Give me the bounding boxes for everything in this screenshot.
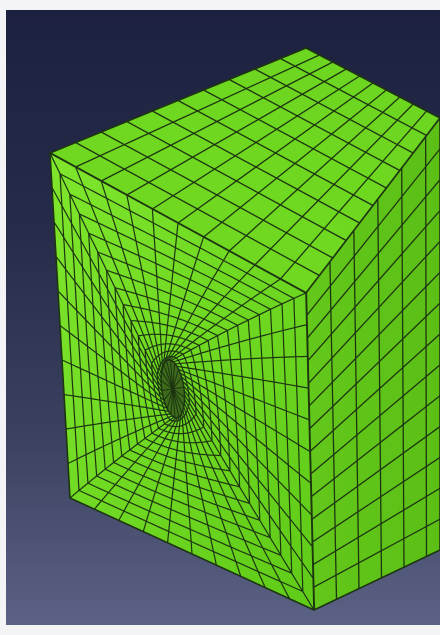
front-mesh-spoke (142, 416, 180, 532)
front-mesh-spoke (165, 250, 230, 362)
front-mesh-spoke (67, 415, 173, 465)
front-mesh-spoke (182, 380, 313, 516)
front-mesh-spoke (181, 376, 312, 484)
top-mesh-line-u (203, 89, 387, 189)
top-mesh-line-v (177, 82, 374, 224)
front-mesh-spoke (183, 402, 266, 588)
hole-inner-line (161, 371, 176, 394)
front-mesh-spoke (178, 368, 310, 421)
front-mesh-spoke (181, 412, 193, 555)
front-mesh-spoke (75, 166, 162, 379)
front-mesh-spoke (183, 406, 242, 577)
side-mesh-row (312, 487, 440, 566)
front-mesh-spoke (65, 413, 171, 430)
front-mesh-spoke (173, 324, 307, 363)
side-mesh-row (311, 426, 440, 520)
front-mesh-spoke (175, 355, 308, 365)
side-mesh-row (306, 179, 440, 339)
front-mesh-spoke (51, 187, 163, 388)
front-mesh-spoke (183, 394, 315, 611)
front-mesh-spoke (183, 398, 291, 600)
front-mesh-spoke (53, 221, 163, 393)
bottom-border (0, 625, 440, 635)
top-mesh-line-u (280, 57, 427, 137)
front-mesh-spoke (171, 292, 307, 362)
front-mesh-spoke (179, 372, 311, 453)
side-mesh-row (306, 148, 440, 317)
side-mesh-row (308, 302, 440, 430)
side-mesh-row (310, 364, 440, 475)
front-mesh-spoke (169, 278, 281, 361)
top-mesh-line-v (228, 96, 401, 252)
front-mesh-spoke (59, 325, 166, 406)
top-face (49, 47, 440, 294)
top-mesh-line-u (254, 68, 414, 154)
front-mesh-spoke (182, 409, 217, 566)
front-mesh-spoke (100, 180, 162, 375)
front-mesh-spoke (126, 194, 163, 371)
front-mesh-spoke (55, 256, 164, 397)
front-mesh-spoke (176, 365, 309, 389)
front-mesh-spoke (63, 393, 169, 412)
front-mesh-spoke (49, 152, 162, 384)
front-mesh-spoke (151, 208, 164, 368)
front-mesh-spoke (93, 417, 177, 510)
front-mesh-spoke (167, 415, 182, 543)
side-mesh-row (307, 240, 440, 385)
front-mesh-spoke (167, 264, 256, 361)
hole-region (160, 359, 186, 419)
front-mesh-spoke (118, 417, 179, 521)
front-mesh-spoke (163, 222, 179, 365)
front-mesh-spoke (61, 359, 168, 409)
front-mesh-spoke (57, 290, 165, 402)
front-mesh-spoke (69, 416, 175, 499)
top-mesh-line-u (228, 78, 401, 172)
side-mesh-row (307, 210, 440, 362)
side-mesh-row (310, 395, 440, 498)
front-mesh-spoke (183, 389, 314, 579)
side-mesh-row (309, 333, 440, 452)
side-mesh-row (308, 271, 440, 407)
top-mesh-line-v (254, 103, 414, 266)
mesh-cube-render (49, 47, 440, 611)
top-mesh-line-v (203, 89, 387, 238)
front-mesh-spoke (164, 236, 205, 363)
front-mesh-spoke (183, 385, 313, 547)
top-mesh-line-v (279, 110, 428, 280)
graphics-viewport[interactable] (6, 10, 440, 625)
side-mesh-row (313, 518, 440, 588)
side-mesh-row (311, 456, 440, 543)
